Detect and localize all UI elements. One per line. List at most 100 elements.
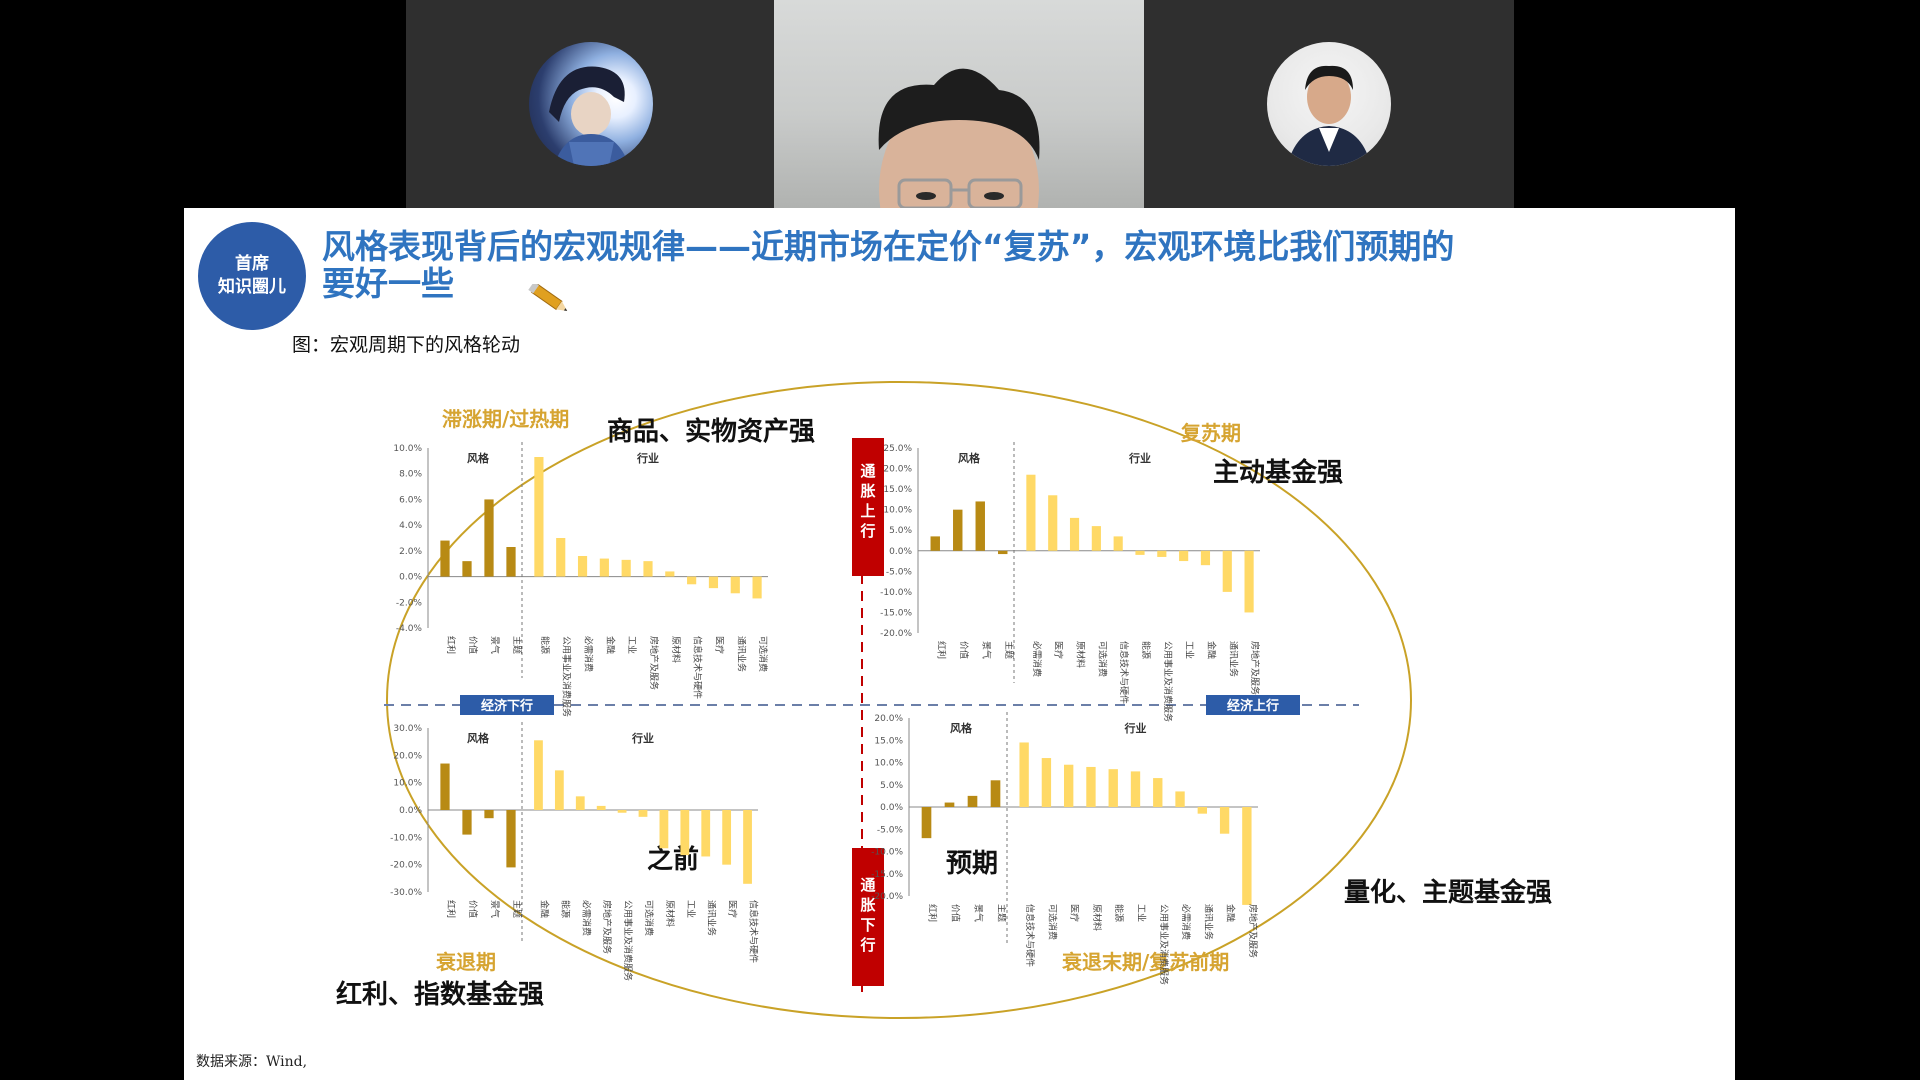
y-tick-label: 4.0% xyxy=(399,521,422,531)
industry-bar xyxy=(1130,771,1141,807)
y-tick-label: -20.0% xyxy=(390,861,422,871)
style-category-label: 景气 xyxy=(489,900,501,918)
inflation-down-label: 通胀下行 xyxy=(859,876,875,954)
industry-bar xyxy=(659,810,669,849)
industry-category-label: 房地产及服务 xyxy=(601,900,613,954)
industry-bar xyxy=(556,538,566,577)
pencil-icon[interactable] xyxy=(527,284,573,314)
inflation-up-label: 通胀上行 xyxy=(859,462,875,540)
style-category-label: 景气 xyxy=(973,904,985,922)
industry-bar xyxy=(617,810,627,813)
style-bar xyxy=(930,536,940,551)
industry-category-label: 金融 xyxy=(604,636,616,654)
y-tick-label: -10.0% xyxy=(390,833,422,843)
industry-category-label: 通讯业务 xyxy=(1227,641,1239,677)
cycle-ellipse xyxy=(386,381,1412,1019)
phase-late-recession: 衰退末期/复苏前期 xyxy=(1061,950,1229,974)
industry-bar xyxy=(687,576,697,585)
industry-bar xyxy=(534,740,543,810)
industry-bar xyxy=(1153,778,1163,807)
strong-quant-theme: 量化、主题基金强 xyxy=(1344,877,1552,908)
industry-category-label: 可选消费 xyxy=(1096,641,1108,677)
industry-bar xyxy=(1113,536,1123,551)
industry-category-label: 工业 xyxy=(1184,641,1195,659)
industry-category-label: 必需消费 xyxy=(1031,641,1043,677)
industry-bar xyxy=(1242,807,1252,905)
industry-panel-heading: 行业 xyxy=(1124,721,1147,735)
industry-category-label: 金融 xyxy=(1205,641,1217,659)
style-bar xyxy=(440,763,450,810)
style-category-label: 红利 xyxy=(445,900,457,918)
y-tick-label: -15.0% xyxy=(871,870,903,880)
industry-category-label: 公用事业及消费服务 xyxy=(1158,904,1170,985)
source-note: 数据来源：Wind, xyxy=(196,1054,308,1070)
y-tick-label: 25.0% xyxy=(883,444,912,454)
industry-category-label: 工业 xyxy=(1136,904,1147,922)
industry-category-label: 可选消费 xyxy=(643,900,655,936)
industry-bar xyxy=(1026,474,1036,551)
industry-bar xyxy=(665,571,675,577)
industry-category-label: 能源 xyxy=(1140,641,1152,659)
webcam-tile[interactable] xyxy=(774,0,1144,208)
y-tick-label: 0.0% xyxy=(880,803,903,813)
style-bar xyxy=(506,547,516,577)
avatar xyxy=(1267,42,1391,166)
econ-down-label: 经济下行 xyxy=(481,698,533,714)
style-category-label: 主题 xyxy=(511,900,523,918)
y-tick-label: 10.0% xyxy=(883,506,912,516)
style-panel-heading: 风格 xyxy=(950,721,973,735)
logo-line2: 知识圈儿 xyxy=(218,277,286,297)
inflation-down-badge xyxy=(852,848,884,986)
industry-bar xyxy=(621,559,631,577)
industry-category-label: 医疗 xyxy=(727,900,739,918)
brand-logo: 首席 知识圈儿 xyxy=(198,222,306,330)
y-tick-label: 15.0% xyxy=(874,736,903,746)
participant-tile[interactable] xyxy=(406,0,774,208)
industry-category-label: 信息技术与硬件 xyxy=(692,636,704,699)
y-tick-label: -20.0% xyxy=(871,892,903,902)
industry-category-label: 信息技术与硬件 xyxy=(1118,641,1130,704)
style-category-label: 景气 xyxy=(980,641,992,659)
style-category-label: 景气 xyxy=(489,636,501,654)
phase-stagflation: 滞涨期/过热期 xyxy=(442,407,569,431)
avatar xyxy=(529,42,653,166)
industry-bar xyxy=(577,556,588,577)
style-bar xyxy=(953,509,963,551)
phase-recession: 衰退期 xyxy=(435,950,496,974)
y-tick-label: 10.0% xyxy=(393,779,422,789)
industry-category-label: 医疗 xyxy=(713,636,725,654)
style-bar xyxy=(462,561,472,577)
y-tick-label: 6.0% xyxy=(399,495,422,505)
industry-category-label: 房地产及服务 xyxy=(648,636,660,690)
participant-tile[interactable] xyxy=(1144,0,1514,208)
y-tick-label: 0.0% xyxy=(399,573,422,583)
industry-bar xyxy=(1219,807,1230,834)
econ-up-label: 经济上行 xyxy=(1227,698,1279,714)
industry-category-label: 房地产及服务 xyxy=(1249,641,1261,695)
industry-bar xyxy=(1064,764,1074,807)
industry-category-label: 信息技术与硬件 xyxy=(748,900,760,963)
industry-category-label: 原材料 xyxy=(664,900,676,927)
style-bar xyxy=(462,810,472,835)
y-tick-label: -20.0% xyxy=(880,629,912,639)
industry-bar xyxy=(1197,807,1207,814)
y-tick-label: 10.0% xyxy=(874,759,903,769)
industry-category-label: 可选消费 xyxy=(1046,904,1058,940)
style-category-label: 主题 xyxy=(996,904,1008,922)
industry-category-label: 工业 xyxy=(685,900,696,918)
strong-commodities: 商品、实物资产强 xyxy=(607,416,815,447)
industry-category-label: 房地产及服务 xyxy=(1247,904,1259,958)
industry-panel-heading: 行业 xyxy=(1128,451,1151,465)
industry-bar xyxy=(743,810,752,884)
industry-bar xyxy=(701,810,711,857)
style-bar xyxy=(990,780,1001,807)
y-tick-label: -4.0% xyxy=(396,624,423,634)
industry-bar xyxy=(1069,517,1080,551)
y-tick-label: -10.0% xyxy=(880,588,912,598)
y-tick-label: 5.0% xyxy=(880,781,903,791)
industry-bar xyxy=(1041,758,1052,807)
webcam-person xyxy=(878,68,1040,208)
industry-panel-heading: 行业 xyxy=(636,451,659,465)
industry-bar xyxy=(1222,550,1232,592)
style-panel-heading: 风格 xyxy=(467,731,490,745)
